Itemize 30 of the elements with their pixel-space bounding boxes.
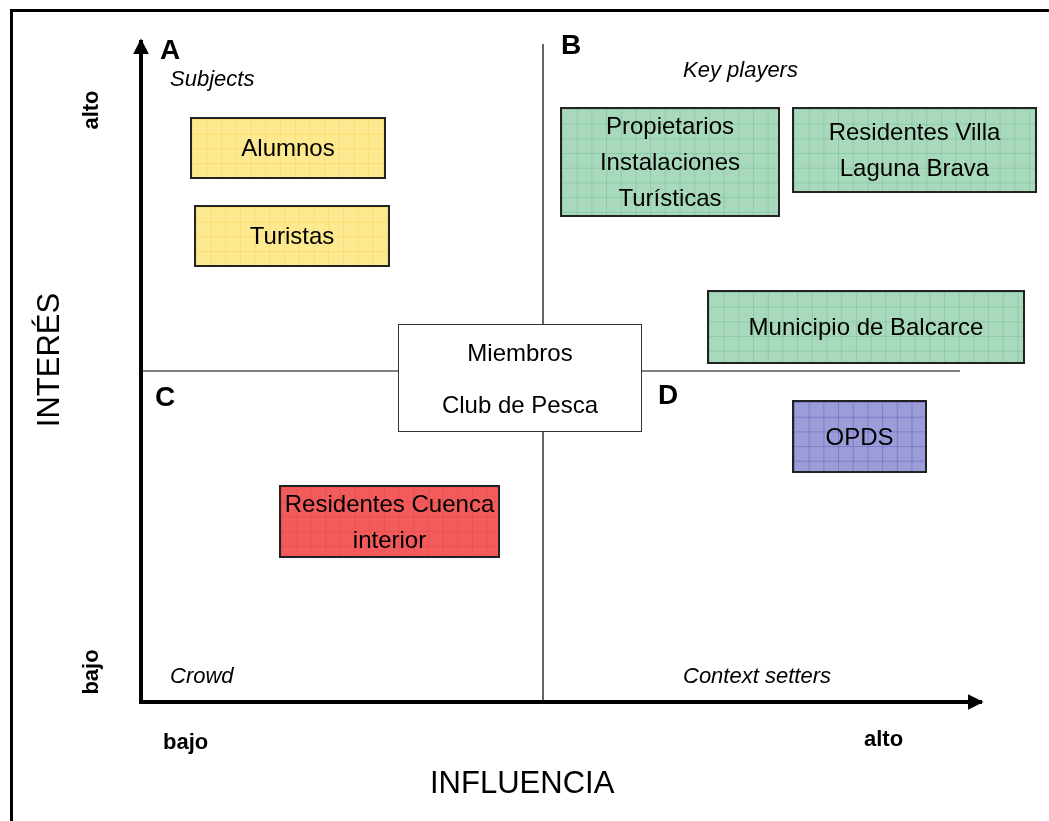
quadrant-letter: A xyxy=(160,36,181,64)
quadrant-name: Subjects xyxy=(170,68,255,90)
quadrant-letter: B xyxy=(561,31,582,59)
axis-level-label: alto xyxy=(80,90,102,130)
axis-title: INFLUENCIA xyxy=(430,767,615,798)
quadrant-letter: C xyxy=(155,383,176,411)
quadrant-letter: D xyxy=(658,381,679,409)
axis-level-label: bajo xyxy=(163,731,209,753)
stakeholder-name: Propietarios Instalaciones Turísticas xyxy=(598,111,742,213)
stakeholder-name: OPDS xyxy=(825,421,894,452)
quadrant-name: Context setters xyxy=(683,665,831,687)
stakeholder-name: Residentes Villa Laguna Brava xyxy=(827,117,1002,183)
axis-level-label: bajo xyxy=(80,649,102,695)
stakeholder-box xyxy=(707,290,1025,364)
quadrant-name: Crowd xyxy=(170,665,234,687)
stakeholder-box xyxy=(194,205,390,267)
stakeholder-box xyxy=(398,324,642,432)
stakeholder-box xyxy=(792,107,1037,193)
stakeholder-name: Club de Pesca xyxy=(441,390,599,420)
stakeholder-name: Residentes Cuenca interior xyxy=(283,488,496,555)
axis-level-label: alto xyxy=(864,728,904,750)
stakeholder-name: Municipio de Balcarce xyxy=(748,312,984,342)
stakeholder-box xyxy=(560,107,780,217)
stakeholder-name: Alumnos xyxy=(241,133,335,163)
stakeholder-name: Miembros xyxy=(467,338,573,368)
stakeholder-box xyxy=(190,117,386,179)
stakeholder-box xyxy=(792,400,927,473)
axis-title: INTERÉS xyxy=(32,292,64,428)
quadrant-name: Key players xyxy=(683,59,798,81)
stakeholder-name: Turistas xyxy=(249,221,335,251)
